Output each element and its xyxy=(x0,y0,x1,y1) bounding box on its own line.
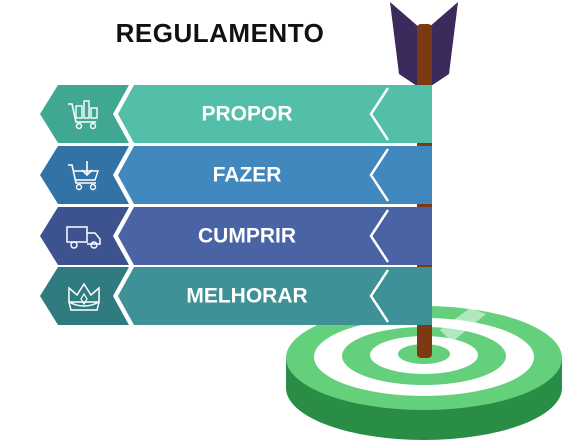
icon-arrow-shape xyxy=(40,267,129,325)
banner-separator xyxy=(113,206,133,266)
banner-chevron xyxy=(369,148,390,202)
cart-download-icon xyxy=(68,161,99,191)
step-row: FAZER xyxy=(40,145,432,205)
step-row: CUMPRIR xyxy=(40,206,432,266)
label-banner-shape xyxy=(118,207,432,265)
step-label: PROPOR xyxy=(201,103,292,126)
banner-chevron xyxy=(369,269,390,323)
diagram-title: REGULAMENTO xyxy=(115,18,325,48)
step-row: PROPOR xyxy=(40,84,432,144)
fletching-right xyxy=(428,2,458,88)
icon-arrow-shape xyxy=(40,146,129,204)
fletching-left xyxy=(390,2,420,88)
step-label: FAZER xyxy=(213,164,282,187)
step-row: MELHORAR xyxy=(40,266,432,326)
banner-separator xyxy=(113,145,133,205)
target-board xyxy=(286,306,562,440)
icon-arrow-shape xyxy=(40,207,129,265)
banner-separator xyxy=(113,84,133,144)
label-banner-shape xyxy=(118,146,432,204)
crown-icon xyxy=(67,282,101,311)
label-banner-shape xyxy=(118,85,432,143)
delivery-truck-icon xyxy=(66,226,101,249)
label-banner-shape xyxy=(118,267,432,325)
target-highlight xyxy=(440,308,486,342)
banner-separator xyxy=(113,266,133,326)
shopping-cart-icon xyxy=(68,100,98,130)
banner-chevron xyxy=(369,209,390,263)
step-label: CUMPRIR xyxy=(198,225,296,248)
banner-chevron xyxy=(369,87,390,141)
step-label: MELHORAR xyxy=(186,285,307,308)
